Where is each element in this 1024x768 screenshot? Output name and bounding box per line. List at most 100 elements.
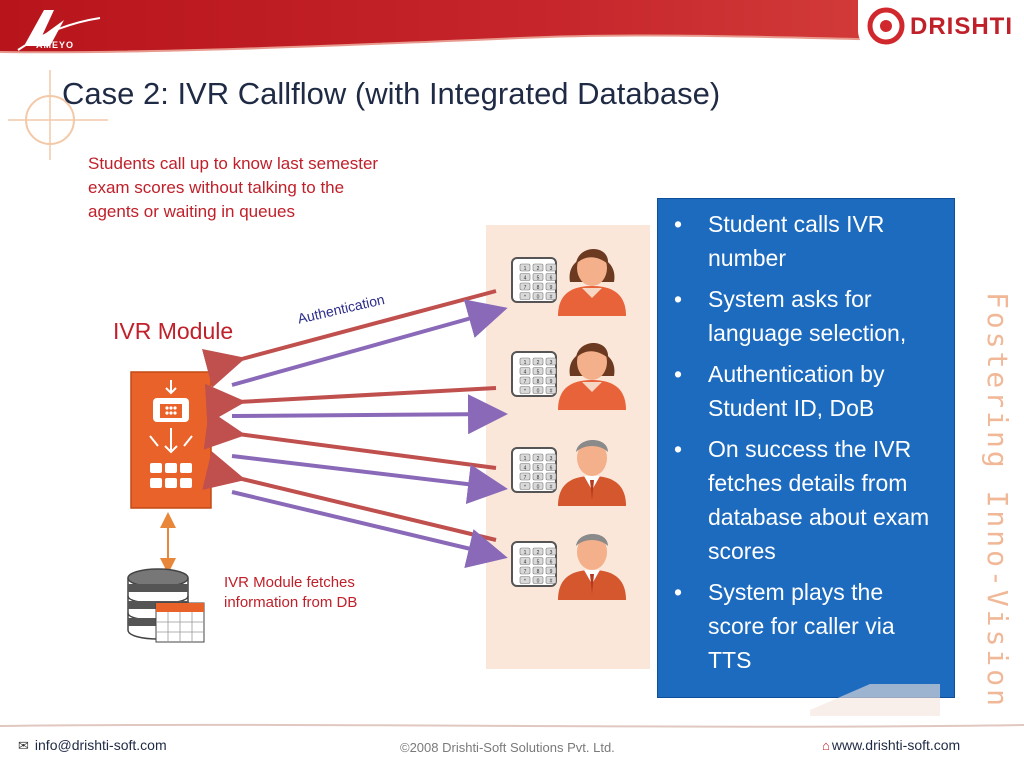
keypad-key: 0 bbox=[537, 578, 540, 584]
footer-website[interactable]: ⌂www.drishti-soft.com bbox=[822, 737, 960, 753]
keypad-key: 0 bbox=[537, 388, 540, 394]
footer-email-text: info@drishti-soft.com bbox=[34, 737, 167, 753]
keypad-key: * bbox=[524, 294, 526, 300]
keypad-key: 5 bbox=[537, 275, 540, 281]
keypad-key: 4 bbox=[524, 465, 527, 471]
vertical-tagline-text: Fostering Inno-Vision bbox=[981, 292, 1014, 710]
info-item-2: •System asks for language selection, bbox=[672, 282, 940, 350]
info-item-3: • Authentication by Student ID, DoB bbox=[672, 357, 940, 425]
keypad-key: 6 bbox=[550, 465, 553, 471]
female-caller-2-icon bbox=[558, 343, 626, 410]
keypad-key: 7 bbox=[524, 475, 527, 481]
keypad-key: 4 bbox=[524, 275, 527, 281]
footer-email[interactable]: ✉ info@drishti-soft.com bbox=[18, 737, 167, 754]
mail-icon: ✉ bbox=[18, 738, 29, 753]
keypad-key: 2 bbox=[537, 360, 540, 366]
keypad-key: 1 bbox=[524, 360, 527, 366]
info-box: •Student calls IVR number •System asks f… bbox=[657, 198, 955, 698]
vertical-tagline: Fostering Inno-Vision bbox=[976, 292, 1016, 712]
keypad-key: 4 bbox=[524, 369, 527, 375]
arrow-caller4-to-ivr bbox=[202, 451, 497, 542]
keypad-key: 7 bbox=[524, 569, 527, 575]
footer-copyright: ©2008 Drishti-Soft Solutions Pvt. Ltd. bbox=[400, 740, 615, 755]
ivr-module-label: IVR Module bbox=[113, 318, 234, 344]
keypad-key: 1 bbox=[524, 266, 527, 272]
keypad-icon: 1 2 3 4 5 6 7 8 9 * 0 # bbox=[511, 351, 557, 397]
drishti-logo-text: DRISHTI bbox=[910, 13, 1013, 40]
slide-title: Case 2: IVR Callflow (with Integrated Da… bbox=[62, 76, 721, 111]
info-item-1: •Student calls IVR number bbox=[672, 207, 940, 275]
keypad-key: 8 bbox=[537, 285, 540, 291]
info-item-5: • System plays the score for caller via T… bbox=[672, 575, 940, 677]
database-icon bbox=[127, 568, 205, 643]
keypad-icon: 1 2 3 4 5 6 7 8 9 * 0 # bbox=[511, 257, 557, 303]
bullet: • bbox=[674, 436, 683, 462]
arrow-ivr-to-caller3 bbox=[231, 454, 508, 505]
keypad-key: 7 bbox=[524, 285, 527, 291]
keypad-key: 7 bbox=[524, 379, 527, 385]
keypad-key: 1 bbox=[524, 550, 527, 556]
keypad-icon: 1 2 3 4 5 6 7 8 9 * 0 # bbox=[511, 447, 557, 493]
arrow-ivr-to-caller1 bbox=[231, 299, 508, 387]
intro-text: Students call up to know last semester e… bbox=[88, 154, 379, 221]
arrow-caller1-to-ivr bbox=[201, 289, 497, 388]
keypad-key: 6 bbox=[550, 559, 553, 565]
keypad-key: 5 bbox=[537, 559, 540, 565]
male-caller-2-icon bbox=[558, 534, 626, 600]
bullet: • bbox=[674, 211, 683, 237]
keypad-key: 9 bbox=[550, 379, 553, 385]
keypad-key: 2 bbox=[537, 266, 540, 272]
female-caller-1-icon bbox=[558, 249, 626, 316]
keypad-key: 4 bbox=[524, 559, 527, 565]
keypad-key: 9 bbox=[550, 475, 553, 481]
drishti-logo: DRISHTI bbox=[858, 0, 1024, 52]
footer-divider bbox=[0, 723, 1024, 728]
keypad-key: 9 bbox=[550, 569, 553, 575]
keypad-key: 0 bbox=[537, 484, 540, 490]
info-item-text: System asks for language selection, bbox=[708, 286, 907, 346]
keypad-key: 5 bbox=[537, 369, 540, 375]
keypad-key: 8 bbox=[537, 475, 540, 481]
bullet: • bbox=[674, 361, 683, 387]
male-caller-1-icon bbox=[558, 440, 626, 506]
keypad-key: # bbox=[550, 484, 553, 490]
arrow-ivr-to-caller4 bbox=[231, 490, 508, 569]
arrow-ivr-to-caller2 bbox=[231, 394, 508, 435]
ameyo-logo: AMEYO bbox=[14, 6, 104, 56]
crosshair-decoration bbox=[8, 70, 108, 160]
keypad-key: # bbox=[550, 294, 553, 300]
info-item-text: Authentication by Student ID, DoB bbox=[708, 361, 885, 421]
info-item-4: • On success the IVR fetches details from… bbox=[672, 432, 940, 568]
keypad-key: 8 bbox=[537, 569, 540, 575]
watermark-decoration bbox=[810, 684, 940, 716]
keypad-key: 0 bbox=[537, 294, 540, 300]
keypad-key: 5 bbox=[537, 465, 540, 471]
keypad-key: 6 bbox=[550, 369, 553, 375]
keypad-key: 6 bbox=[550, 275, 553, 281]
bullet: • bbox=[674, 579, 683, 605]
keypad-key: 8 bbox=[537, 379, 540, 385]
keypad-key: 1 bbox=[524, 456, 527, 462]
keypad-key: # bbox=[550, 388, 553, 394]
keypad-key: 9 bbox=[550, 285, 553, 291]
info-list: •Student calls IVR number •System asks f… bbox=[672, 207, 940, 677]
keypad-key: 2 bbox=[537, 550, 540, 556]
footer-website-text: www.drishti-soft.com bbox=[831, 737, 961, 753]
callflow-arrows bbox=[201, 289, 508, 569]
keypad-key: 3 bbox=[550, 360, 553, 366]
keypad-key: 3 bbox=[550, 266, 553, 272]
db-fetch-label: IVR Module fetches information from DB bbox=[224, 574, 358, 611]
keypad-key: * bbox=[524, 578, 526, 584]
home-icon: ⌂ bbox=[822, 738, 830, 753]
keypad-key: * bbox=[524, 484, 526, 490]
keypad-key: 3 bbox=[550, 456, 553, 462]
info-item-text: On success the IVR fetches details from … bbox=[708, 436, 930, 564]
info-item-text: System plays the score for caller via TT… bbox=[708, 579, 895, 673]
arrow-caller3-to-ivr bbox=[203, 409, 497, 470]
keypad-key: 2 bbox=[537, 456, 540, 462]
ameyo-logo-text: AMEYO bbox=[36, 40, 75, 50]
keypad-key: * bbox=[524, 388, 526, 394]
keypad-key: 3 bbox=[550, 550, 553, 556]
